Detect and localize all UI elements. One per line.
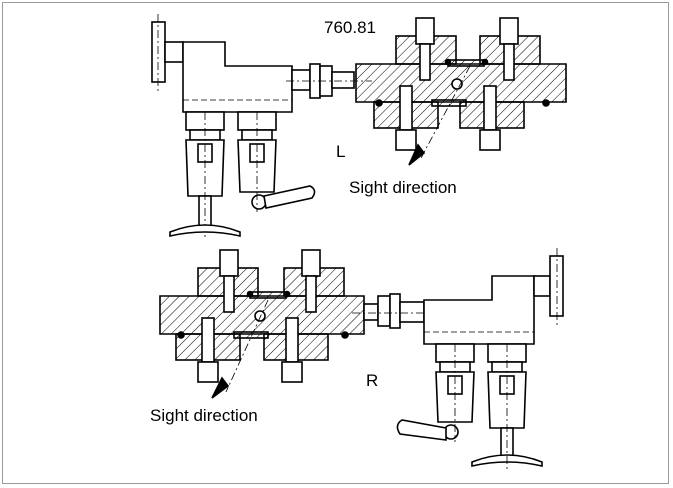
- flange-right: [549, 255, 564, 317]
- union-nut-right: [377, 295, 391, 327]
- bolt-top-2: [499, 17, 519, 45]
- bolt-bottom-1: [395, 129, 417, 151]
- view-label-right: R: [366, 371, 378, 390]
- bolt-top-1: [415, 17, 435, 45]
- view-label-left: L: [336, 142, 345, 161]
- lever-right: [396, 419, 447, 441]
- drawing-number: 760.81: [324, 18, 376, 37]
- sight-arrow-bottom: [211, 376, 230, 399]
- bolt-bottom-2: [479, 129, 501, 151]
- assembly-left: [151, 14, 567, 238]
- assembly-right: [159, 248, 564, 470]
- handwheel-left: [169, 224, 241, 238]
- sight-arrow-top: [408, 143, 426, 166]
- valve-body-right: [423, 275, 535, 345]
- sight-direction-label-top: Sight direction: [349, 178, 457, 197]
- valve-body-left: [182, 41, 293, 113]
- flange-left: [151, 21, 166, 83]
- lever-left: [263, 185, 316, 209]
- sight-direction-label-bottom: Sight direction: [150, 406, 258, 425]
